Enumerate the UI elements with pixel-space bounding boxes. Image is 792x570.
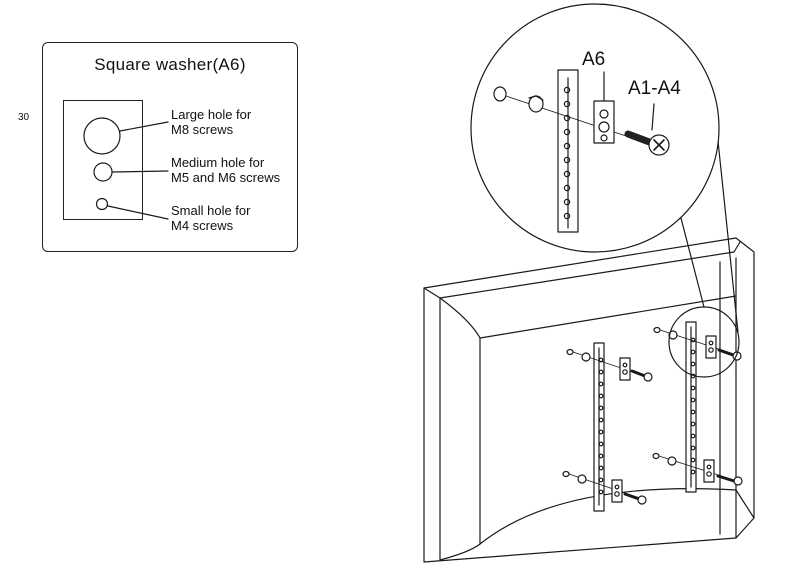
small-hole-label: Small hole for M4 screws xyxy=(171,203,251,233)
leader-small xyxy=(107,205,169,220)
medium-hole-label: Medium hole for M5 and M6 screws xyxy=(171,155,281,185)
square-washer-panel: Square washer(A6) Large hole for M8 scre… xyxy=(42,42,298,252)
washer-holes xyxy=(83,117,169,220)
large-hole-label: Large hole for M8 screws xyxy=(171,107,252,137)
right-mount-arm xyxy=(685,321,697,493)
detail-connector-right xyxy=(717,140,739,333)
magnified-detail xyxy=(470,3,720,253)
page-number: 30 xyxy=(18,112,30,123)
tv-frame xyxy=(423,237,755,563)
left-mount-arm xyxy=(593,342,605,512)
callout-a1-a4: A1-A4 xyxy=(628,78,681,99)
medium-hole xyxy=(93,162,113,182)
large-hole xyxy=(83,117,121,155)
hardware-right-bottom xyxy=(652,452,743,486)
callout-a6: A6 xyxy=(582,49,606,70)
hardware-left-top xyxy=(566,348,653,382)
washer-plate xyxy=(63,100,143,220)
screw-shank xyxy=(624,130,656,147)
leader-a1-a4 xyxy=(651,103,655,131)
panel-title: Square washer(A6) xyxy=(94,55,246,74)
hardware-left-bottom xyxy=(562,470,647,505)
leader-medium xyxy=(111,170,169,173)
leader-large xyxy=(119,121,169,132)
detail-marker-circle xyxy=(668,306,740,378)
small-hole xyxy=(95,197,109,211)
hardware-right-top xyxy=(653,326,742,361)
